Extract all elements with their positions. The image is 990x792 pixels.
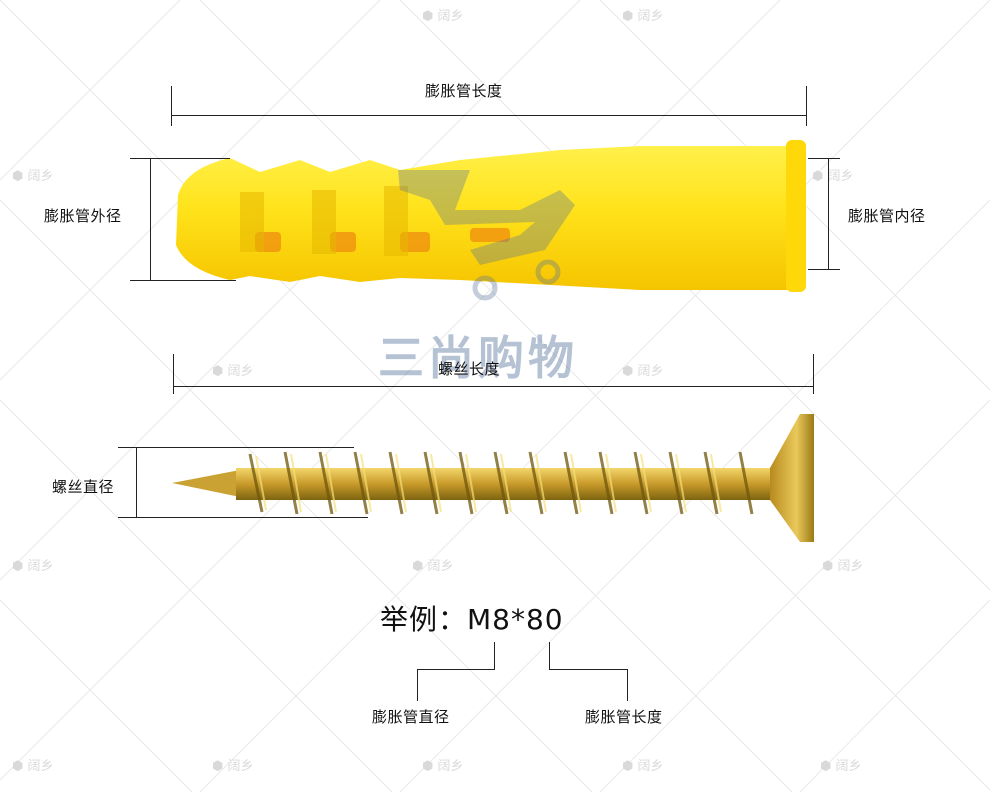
dowel-inner-diameter-label: 膨胀管内径 xyxy=(848,207,926,225)
screw-length-line xyxy=(173,386,814,387)
example-right-bracket-v1 xyxy=(549,642,550,670)
dowel-length-line xyxy=(171,115,807,116)
example-right-bracket-v2 xyxy=(627,669,628,701)
dowel-length-right-tick xyxy=(806,86,807,126)
example-left-bracket-v1 xyxy=(494,642,495,670)
brand-logo-watermark xyxy=(398,170,575,301)
dowel-inner-bottom-tick xyxy=(808,269,840,270)
example-left-bracket-v2 xyxy=(417,669,418,701)
dowel-inner-line xyxy=(828,158,829,270)
example-left-annotation: 膨胀管直径 xyxy=(372,708,450,726)
example-spec: 举例：M8*80 xyxy=(380,603,564,636)
screw-diameter-label: 螺丝直径 xyxy=(52,478,115,496)
brand-watermark-text: 三尚购物 xyxy=(378,331,578,385)
screw-illustration xyxy=(172,414,814,542)
dowel-flange xyxy=(786,140,806,292)
dowel-length-label: 膨胀管长度 xyxy=(425,82,503,100)
screw-length-right-tick xyxy=(813,354,814,394)
example-left-bracket-h xyxy=(417,669,495,670)
dowel-outer-line xyxy=(150,158,151,280)
screw-diameter-bottom-tick xyxy=(118,517,368,518)
dowel-outer-diameter-label: 膨胀管外径 xyxy=(44,207,122,225)
screw-length-left-tick xyxy=(173,354,174,394)
screw-diameter-top-tick xyxy=(118,447,354,448)
dowel-length-left-tick xyxy=(171,86,172,126)
dowel-outer-top-tick xyxy=(130,158,230,159)
example-right-annotation: 膨胀管长度 xyxy=(585,708,663,726)
screw-diameter-line xyxy=(136,447,137,517)
screw-length-label: 螺丝长度 xyxy=(438,360,501,378)
dowel-inner-top-tick xyxy=(808,158,840,159)
example-right-bracket-h xyxy=(549,669,627,670)
dowel-outer-bottom-tick xyxy=(130,280,236,281)
